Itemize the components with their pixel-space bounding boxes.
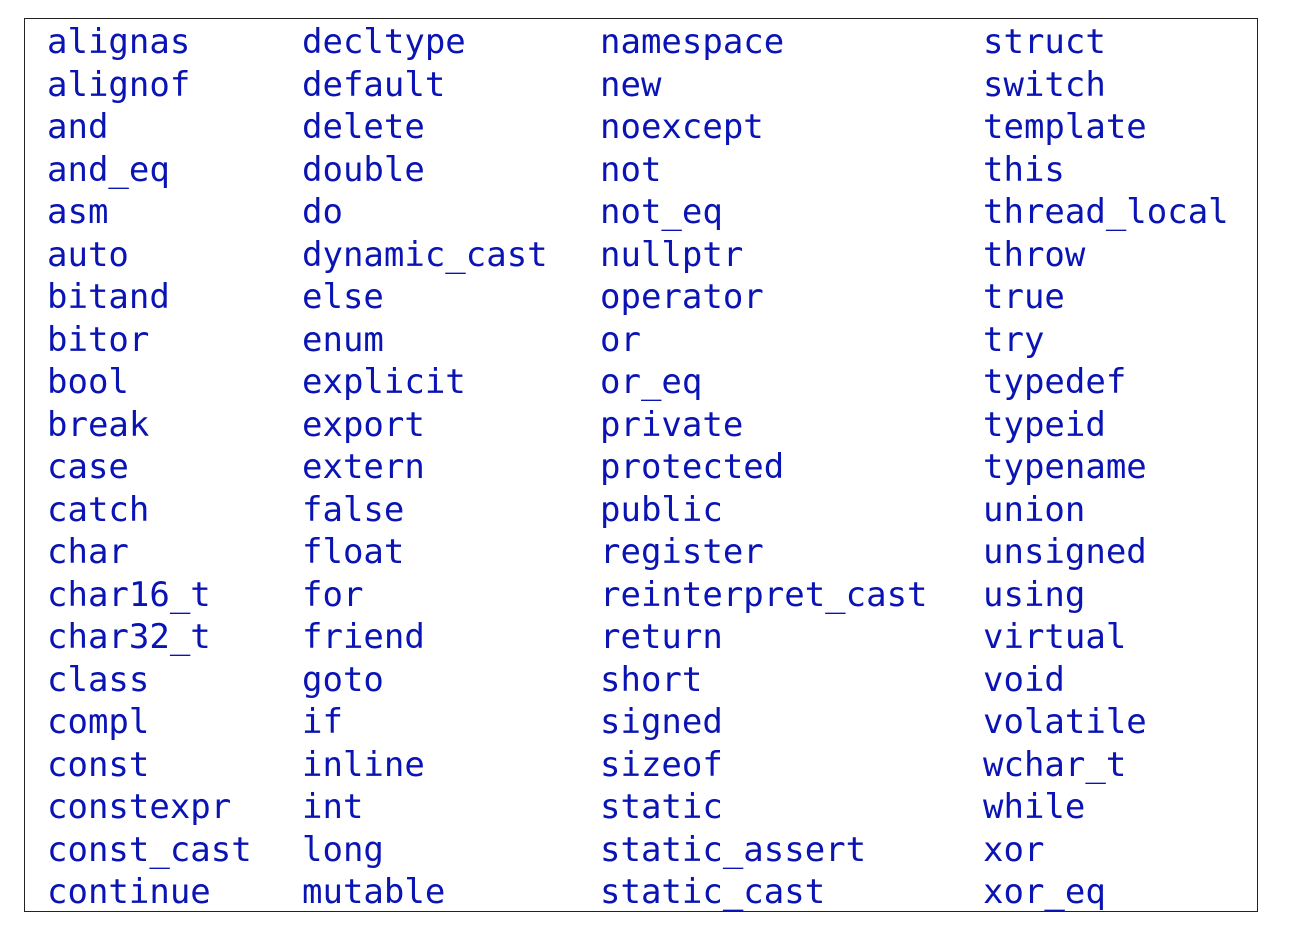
keyword-item: bitand: [47, 277, 170, 317]
keyword-item: case: [47, 447, 129, 487]
keyword-item: auto: [47, 234, 129, 275]
keyword-item: throw: [983, 234, 1086, 275]
keyword-item: extern: [302, 447, 425, 487]
keyword-item: compl: [47, 702, 150, 742]
keyword-item: signed: [600, 702, 723, 742]
keyword-item: char: [47, 532, 129, 572]
keyword-item: short: [600, 659, 703, 700]
keyword-item: new: [600, 64, 662, 105]
keyword-item: false: [302, 489, 405, 530]
keyword-item: operator: [600, 277, 764, 317]
keyword-item: typedef: [983, 362, 1127, 402]
keyword-item: template: [983, 107, 1147, 147]
keyword-item: while: [983, 787, 1086, 827]
keyword-item: dynamic_cast: [302, 234, 548, 275]
keyword-item: volatile: [983, 702, 1147, 742]
keyword-item: using: [983, 574, 1086, 615]
keyword-item: not_eq: [600, 192, 723, 232]
keyword-item: bool: [47, 362, 129, 402]
keyword-item: constexpr: [47, 787, 232, 827]
keyword-item: virtual: [983, 617, 1127, 657]
keyword-item: static: [600, 787, 723, 827]
keyword-item: float: [302, 532, 405, 572]
keyword-item: char32_t: [47, 617, 211, 657]
keyword-item: const: [47, 744, 150, 785]
keyword-item: continue: [47, 872, 211, 912]
keyword-item: static_assert: [600, 829, 867, 870]
keyword-item: sizeof: [600, 744, 723, 785]
keyword-item: struct: [983, 22, 1106, 62]
keyword-item: this: [983, 149, 1065, 190]
keyword-item: alignas: [47, 22, 191, 62]
keyword-item: alignof: [47, 64, 191, 105]
keyword-item: int: [302, 787, 364, 827]
keyword-item: static_cast: [600, 872, 826, 912]
keyword-item: enum: [302, 319, 384, 360]
keyword-item: thread_local: [983, 192, 1229, 232]
keyword-item: and: [47, 107, 109, 147]
keyword-item: if: [302, 702, 343, 742]
keyword-item: inline: [302, 744, 425, 785]
keyword-item: wchar_t: [983, 744, 1127, 785]
keyword-item: public: [600, 489, 723, 530]
keyword-item: export: [302, 404, 425, 445]
keyword-item: or_eq: [600, 362, 703, 402]
keyword-item: friend: [302, 617, 425, 657]
keyword-item: typeid: [983, 404, 1106, 445]
keyword-item: namespace: [600, 22, 785, 62]
keyword-item: union: [983, 489, 1086, 530]
keyword-item: or: [600, 319, 641, 360]
keyword-item: private: [600, 404, 744, 445]
keyword-item: delete: [302, 107, 425, 147]
keyword-item: long: [302, 829, 384, 870]
keyword-item: return: [600, 617, 723, 657]
keyword-item: catch: [47, 489, 150, 530]
keyword-item: unsigned: [983, 532, 1147, 572]
keyword-item: reinterpret_cast: [600, 574, 928, 615]
keyword-item: void: [983, 659, 1065, 700]
keyword-item: asm: [47, 192, 109, 232]
keyword-item: default: [302, 64, 446, 105]
keyword-item: register: [600, 532, 764, 572]
keyword-item: else: [302, 277, 384, 317]
keyword-item: decltype: [302, 22, 466, 62]
keyword-item: break: [47, 404, 150, 445]
keyword-item: double: [302, 149, 425, 190]
keyword-item: typename: [983, 447, 1147, 487]
keyword-item: protected: [600, 447, 785, 487]
keyword-item: nullptr: [600, 234, 744, 275]
keyword-item: const_cast: [47, 829, 252, 870]
keyword-item: char16_t: [47, 574, 211, 615]
keyword-item: for: [302, 574, 364, 615]
keyword-item: not: [600, 149, 662, 190]
keyword-item: true: [983, 277, 1065, 317]
keyword-item: xor: [983, 829, 1045, 870]
keyword-item: try: [983, 319, 1045, 360]
keyword-item: switch: [983, 64, 1106, 105]
keyword-item: and_eq: [47, 149, 170, 190]
keyword-item: do: [302, 192, 343, 232]
keyword-item: class: [47, 659, 150, 700]
keyword-item: goto: [302, 659, 384, 700]
keyword-item: noexcept: [600, 107, 764, 147]
keyword-item: mutable: [302, 872, 446, 912]
keyword-item: xor_eq: [983, 872, 1106, 912]
keyword-item: bitor: [47, 319, 150, 360]
keyword-item: explicit: [302, 362, 466, 402]
